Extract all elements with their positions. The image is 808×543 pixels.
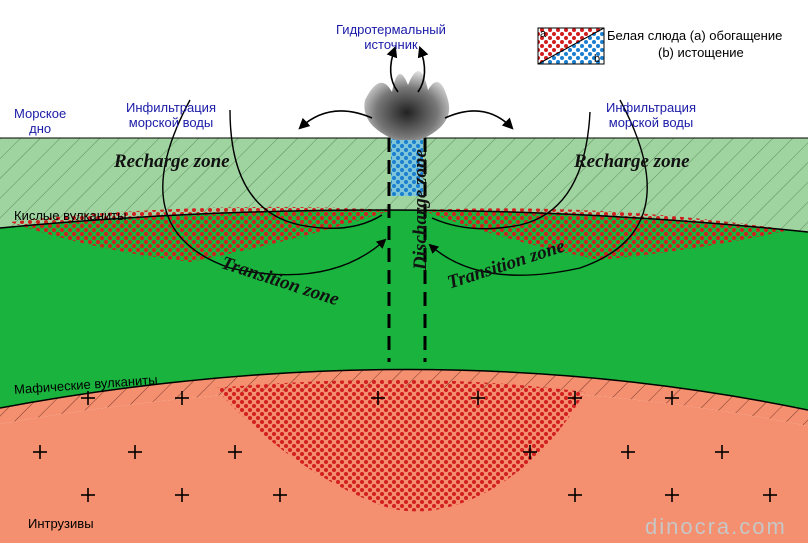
- vent-label: Гидротермальный источник: [336, 22, 446, 52]
- felsic-volcanics-label: Кислые вулканиты: [14, 208, 127, 223]
- vent-arrow-right: [444, 110, 514, 130]
- seafloor-label: Морское дно: [14, 106, 67, 136]
- recharge-zone-left-label: Recharge zone: [114, 151, 230, 172]
- recharge-zone-right-label: Recharge zone: [574, 151, 690, 172]
- intrusive-crosses: [33, 391, 777, 502]
- watermark: dinocra.com: [645, 514, 787, 539]
- infiltration-right-label: Инфильтрация морской воды: [606, 100, 696, 130]
- flow-curve-right-outer: [428, 99, 648, 276]
- vent-plume: [364, 71, 450, 140]
- legend-text-line2: (b) истощение: [658, 45, 744, 60]
- infiltration-left-label: Инфильтрация морской воды: [126, 100, 216, 130]
- legend-swatch: [537, 27, 605, 65]
- vent-arrow-up-right: [417, 45, 429, 93]
- felsic-boundary: [0, 209, 808, 233]
- flow-curve-left-inner: [229, 109, 383, 229]
- legend-text-line1: Белая слюда (а) обогащение: [607, 28, 783, 43]
- vent-arrow-up-left: [386, 45, 399, 93]
- transition-enrichment-right: [422, 208, 790, 260]
- intrusives-label: Интрузивы: [28, 516, 94, 531]
- discharge-depletion: [391, 138, 423, 196]
- flow-curve-left-outer: [162, 99, 387, 276]
- legend-b-letter: b: [594, 53, 601, 65]
- legend-a-letter: a: [540, 28, 547, 40]
- mafic-band-hatch: [0, 369, 808, 426]
- transition-enrichment-left: [10, 206, 392, 262]
- discharge-zone-label: Discharge zone: [409, 149, 431, 270]
- mafic-boundary: [0, 368, 808, 411]
- felsic-volcanics-layer: [0, 209, 808, 410]
- intrusive-enrichment: [215, 379, 585, 512]
- vent-arrow-left: [298, 110, 373, 130]
- flow-curve-right-inner: [431, 111, 591, 230]
